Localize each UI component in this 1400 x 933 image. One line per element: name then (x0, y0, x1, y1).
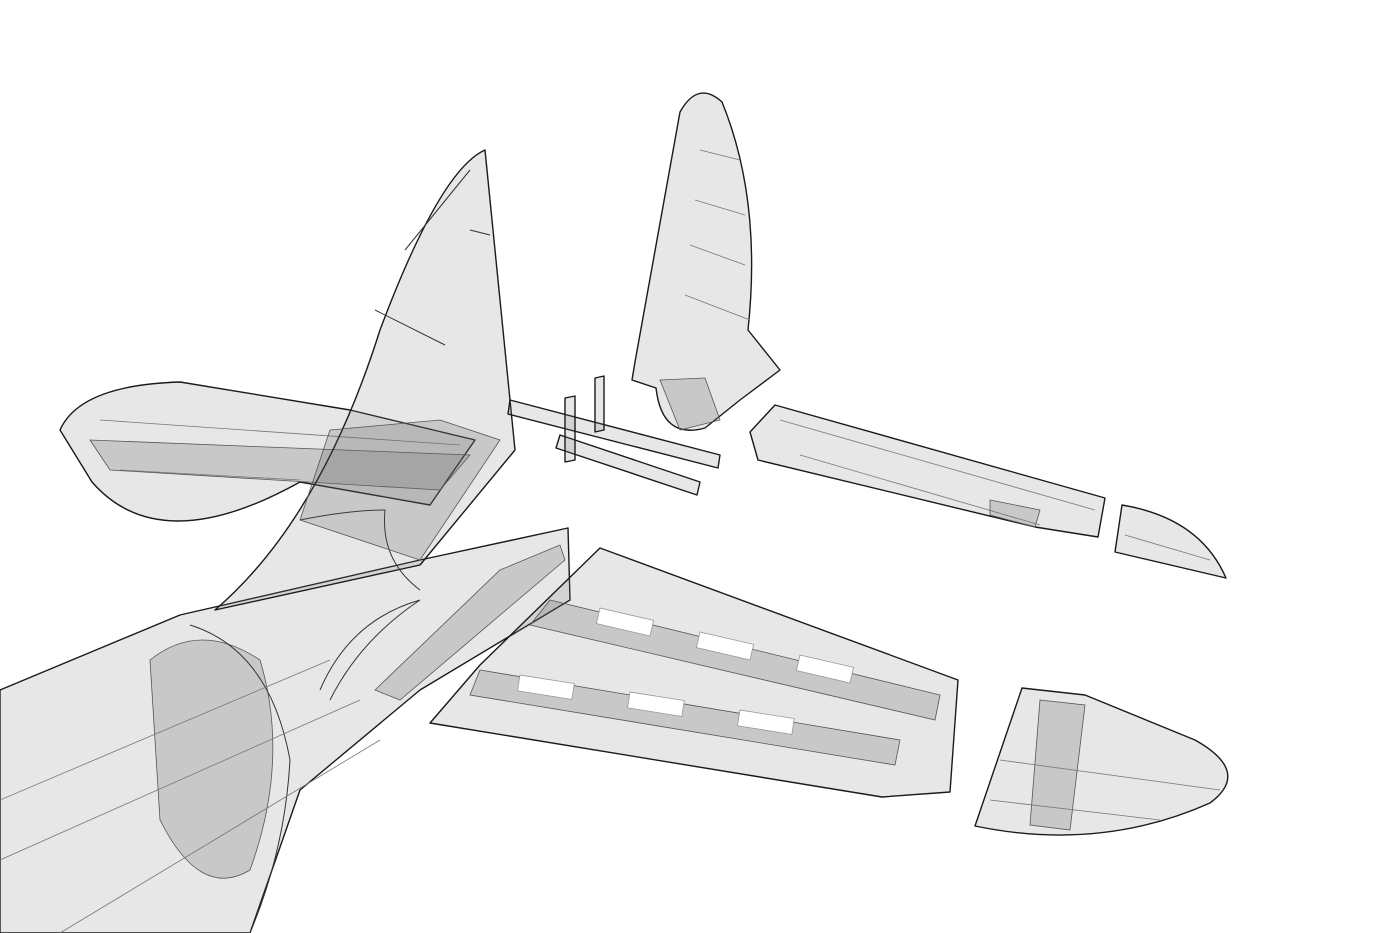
right-stabilizer-tip (974, 687, 1229, 836)
hinge-rods (507, 375, 721, 496)
fuselage-tail (0, 527, 571, 933)
left-stabilizer (59, 381, 476, 522)
rudder (631, 92, 781, 431)
rib-cutouts (517, 607, 855, 735)
elevator-tip (1114, 504, 1227, 579)
elevator (749, 404, 1106, 538)
right-stabilizer (429, 547, 959, 798)
vertical-fin (214, 149, 516, 611)
